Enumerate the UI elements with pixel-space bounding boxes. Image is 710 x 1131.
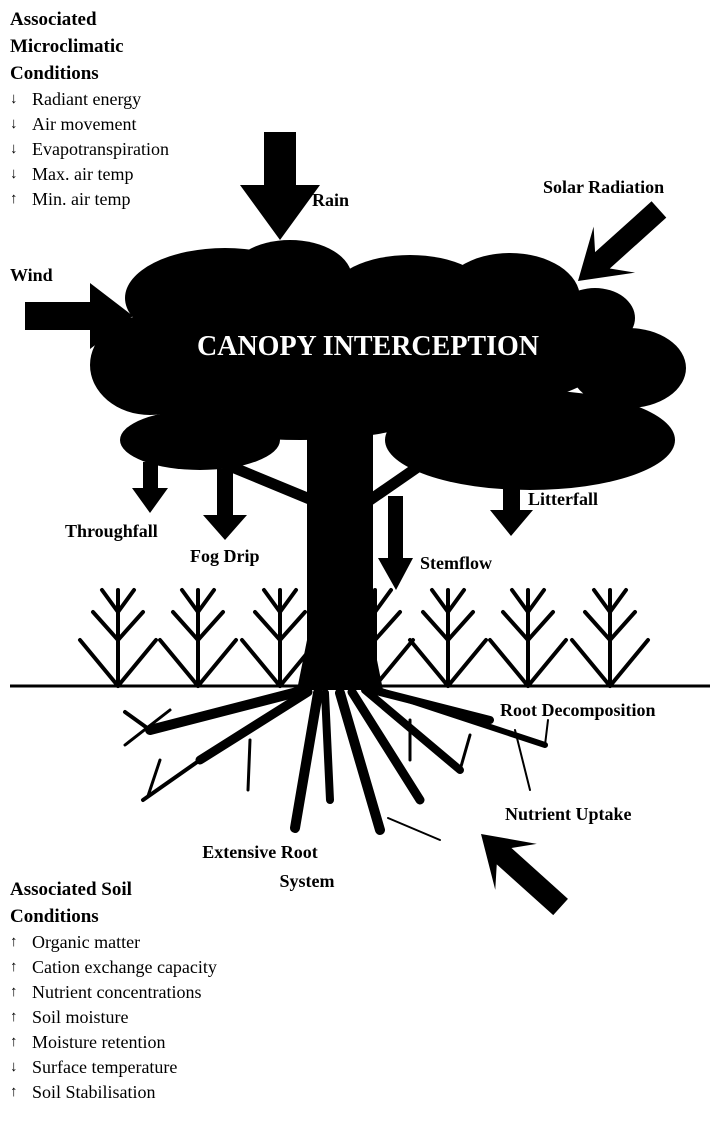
root-system bbox=[125, 688, 548, 840]
arrow-down-icon: ↓ bbox=[10, 137, 32, 162]
list-item: ↑Nutrient concentrations bbox=[10, 980, 217, 1005]
list-item: ↑Moisture retention bbox=[10, 1030, 217, 1055]
microclimatic-conditions-heading: Associated Microclimatic Conditions bbox=[10, 6, 210, 87]
list-item-text: Evapotranspiration bbox=[32, 137, 169, 162]
nutrient-uptake-arrow bbox=[460, 812, 582, 930]
list-item: ↓Air movement bbox=[10, 112, 210, 137]
arrow-up-icon: ↑ bbox=[10, 1080, 32, 1105]
list-item-text: Organic matter bbox=[32, 930, 140, 955]
list-item: ↓Radiant energy bbox=[10, 87, 210, 112]
list-item: ↑Organic matter bbox=[10, 930, 217, 955]
root-system-label-line2: System bbox=[280, 871, 335, 891]
rain-label: Rain bbox=[312, 190, 349, 210]
list-item-text: Moisture retention bbox=[32, 1030, 165, 1055]
trunk-base bbox=[297, 640, 383, 690]
shrub bbox=[572, 590, 648, 686]
list-item-text: Air movement bbox=[32, 112, 136, 137]
stemflow-label: Stemflow bbox=[420, 553, 492, 573]
arrow-up-icon: ↑ bbox=[10, 930, 32, 955]
soil-conditions-panel: Associated Soil Conditions ↑Organic matt… bbox=[10, 876, 217, 1105]
list-item: ↑Cation exchange capacity bbox=[10, 955, 217, 980]
shrub bbox=[80, 590, 156, 686]
nutrient-uptake-label: Nutrient Uptake bbox=[505, 804, 632, 824]
list-item-text: Min. air temp bbox=[32, 187, 130, 212]
soil-conditions-heading: Associated Soil Conditions bbox=[10, 876, 210, 930]
soil-conditions-list: ↑Organic matter ↑Cation exchange capacit… bbox=[10, 930, 217, 1105]
canopy-interception-label: CANOPY INTERCEPTION bbox=[197, 331, 539, 362]
shrub bbox=[160, 590, 236, 686]
fog-drip-arrow bbox=[203, 469, 247, 540]
arrow-down-icon: ↓ bbox=[10, 112, 32, 137]
list-item: ↓Max. air temp bbox=[10, 162, 210, 187]
shrub bbox=[410, 590, 486, 686]
microclimatic-conditions-list: ↓Radiant energy ↓Air movement ↓Evapotran… bbox=[10, 87, 210, 212]
microclimatic-conditions-panel: Associated Microclimatic Conditions ↓Rad… bbox=[10, 6, 210, 212]
stemflow-arrow bbox=[378, 496, 413, 590]
wind-label: Wind bbox=[10, 265, 53, 285]
arrow-up-icon: ↑ bbox=[10, 1005, 32, 1030]
throughfall-label: Throughfall bbox=[65, 521, 158, 541]
list-item-text: Soil moisture bbox=[32, 1005, 129, 1030]
list-item-text: Surface temperature bbox=[32, 1055, 177, 1080]
arrow-up-icon: ↑ bbox=[10, 187, 32, 212]
list-item-text: Max. air temp bbox=[32, 162, 133, 187]
rain-arrow bbox=[240, 132, 320, 240]
litterfall-label: Litterfall bbox=[528, 489, 598, 509]
arrow-down-icon: ↓ bbox=[10, 1055, 32, 1080]
fog-drip-label: Fog Drip bbox=[190, 546, 260, 566]
shrub bbox=[490, 590, 566, 686]
root-decomposition-label: Root Decomposition bbox=[500, 700, 656, 720]
root-system-label-line1: Extensive Root bbox=[202, 842, 318, 862]
list-item-text: Cation exchange capacity bbox=[32, 955, 217, 980]
list-item: ↓Surface temperature bbox=[10, 1055, 217, 1080]
arrow-up-icon: ↑ bbox=[10, 955, 32, 980]
arrow-down-icon: ↓ bbox=[10, 87, 32, 112]
list-item-text: Soil Stabilisation bbox=[32, 1080, 156, 1105]
list-item-text: Radiant energy bbox=[32, 87, 141, 112]
list-item: ↑Min. air temp bbox=[10, 187, 210, 212]
arrow-up-icon: ↑ bbox=[10, 1030, 32, 1055]
list-item: ↑Soil Stabilisation bbox=[10, 1080, 217, 1105]
throughfall-arrow bbox=[132, 462, 168, 513]
solar-radiation-label: Solar Radiation bbox=[543, 177, 664, 197]
list-item: ↓Evapotranspiration bbox=[10, 137, 210, 162]
list-item: ↑Soil moisture bbox=[10, 1005, 217, 1030]
list-item-text: Nutrient concentrations bbox=[32, 980, 201, 1005]
arrow-up-icon: ↑ bbox=[10, 980, 32, 1005]
arrow-down-icon: ↓ bbox=[10, 162, 32, 187]
